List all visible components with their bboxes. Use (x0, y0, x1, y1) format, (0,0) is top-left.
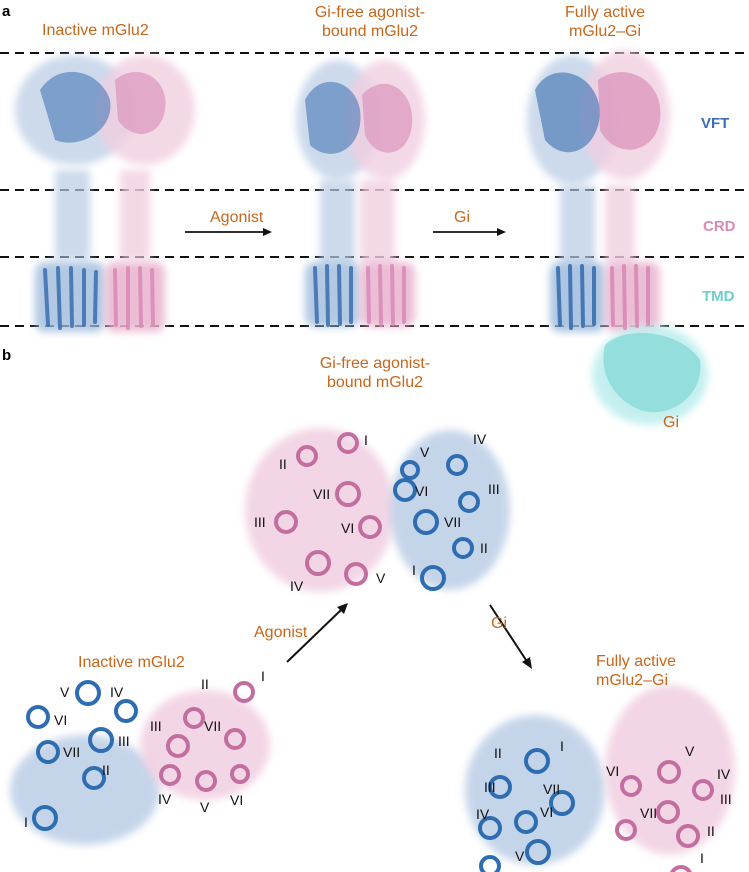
helix-label: V (200, 799, 210, 815)
helix-label: II (494, 745, 502, 761)
helix-label: VII (444, 514, 462, 530)
helix-label: VI (540, 804, 554, 820)
panel-a-gi-free-title-line1: Gi-free agonist- (314, 4, 426, 21)
helix-label: IV (110, 684, 124, 700)
crd-domain-label: CRD (703, 218, 736, 235)
panel-b-active-title-line1: Fully active (596, 653, 677, 670)
helix-label: IV (717, 766, 731, 782)
helix-label: I (560, 738, 564, 754)
helix-label: III (488, 481, 500, 497)
helix-label: III (150, 718, 162, 734)
panel-b-inactive-title: Inactive mGlu2 (78, 654, 185, 671)
helix-label: IV (473, 431, 487, 447)
inactive-structure-illustration (15, 55, 195, 332)
helix-label: VII (204, 718, 222, 734)
panel-a-active-title-line2: mGlu2–Gi (568, 23, 642, 40)
helix-label: I (364, 432, 368, 448)
helix-label: I (24, 814, 28, 830)
panel-a-gi-free-title-line2: bound mGlu2 (321, 23, 419, 40)
helix-label: II (707, 823, 715, 839)
helix-label: VII (63, 744, 81, 760)
helix-label: VI (606, 763, 620, 779)
helix-label: IV (290, 578, 304, 594)
panel-b-agonist-label: Agonist (254, 624, 308, 641)
helix-label: II (279, 456, 287, 472)
panel-a-agonist-label: Agonist (210, 209, 264, 226)
helix-label: II (201, 676, 209, 692)
active-structure-illustration (527, 50, 708, 425)
panel-b-gi-free-title-line1: Gi-free agonist- (319, 355, 431, 372)
helix-label: II (480, 540, 488, 556)
helix-label: VII (543, 781, 561, 797)
helix-label: IV (158, 791, 172, 807)
panel-a-active-title-line1: Fully active (564, 4, 646, 21)
helix-label: II (102, 762, 110, 778)
helix-label: V (60, 684, 70, 700)
helix-label: V (420, 444, 430, 460)
panel-a-gi-label: Gi (454, 209, 470, 226)
gi-protein-label: Gi (663, 414, 679, 431)
helix-label: III (484, 779, 496, 795)
panel-a-inactive-title: Inactive mGlu2 (42, 22, 149, 39)
helix-label: III (720, 791, 732, 807)
panel-a-active-title: Fully active mGlu2–Gi (545, 3, 665, 41)
helix-label: VI (341, 520, 355, 536)
panel-b-active-title-line2: mGlu2–Gi (596, 672, 669, 689)
panel-b-gi-label: Gi (491, 615, 507, 632)
helix-label: VI (230, 792, 244, 808)
tmd-domain-label: TMD (702, 288, 735, 305)
helix-label: VI (415, 483, 429, 499)
helix-label: VII (313, 486, 331, 502)
active-helix-cluster (465, 685, 735, 865)
helix-label: III (118, 733, 130, 749)
helix-label: I (412, 562, 416, 578)
helix-label: V (376, 570, 386, 586)
panel-b-gi-free-title-line2: bound mGlu2 (326, 374, 424, 391)
helix-rings (26, 432, 714, 872)
panel-a-arrows (185, 228, 506, 236)
vft-domain-label: VFT (701, 115, 730, 132)
helix-label: IV (476, 806, 490, 822)
panel-b-active-title: Fully active mGlu2–Gi (596, 652, 676, 690)
helix-label: VI (54, 712, 68, 728)
panel-a-gi-free-title: Gi-free agonist- bound mGlu2 (295, 3, 445, 41)
panel-b-gi-free-title: Gi-free agonist- bound mGlu2 (290, 354, 460, 392)
panel-b-arrows (286, 603, 532, 669)
panel-a-letter: a (2, 3, 11, 20)
helix-label: VII (640, 805, 658, 821)
helix-label: III (254, 514, 266, 530)
helix-label: I (700, 850, 704, 866)
helix-label: V (685, 743, 695, 759)
helix-label: I (261, 668, 265, 684)
helix-label: V (515, 848, 525, 864)
panel-b-letter: b (2, 347, 12, 364)
gi-free-structure-illustration (296, 60, 425, 327)
